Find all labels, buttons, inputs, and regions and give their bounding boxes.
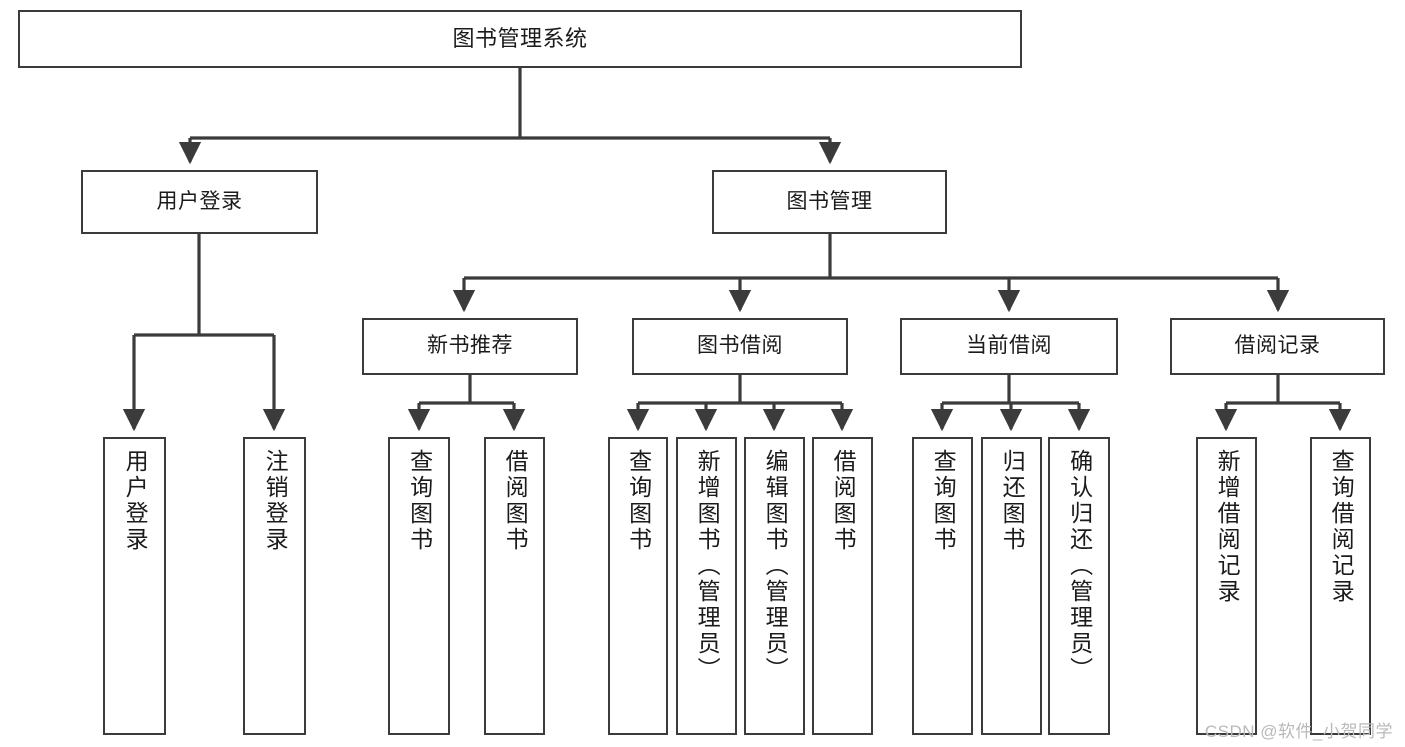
node-borrow-record[interactable]: 借阅记录 bbox=[1170, 318, 1385, 375]
node-book-manage-label: 图书管理 bbox=[786, 189, 873, 213]
node-leaf-confirm-return-admin-label: 确认归还（管理员） bbox=[1066, 449, 1093, 683]
node-leaf-add-borrow-record[interactable]: 新增借阅记录 bbox=[1196, 437, 1257, 735]
node-leaf-add-borrow-record-label: 新增借阅记录 bbox=[1214, 449, 1241, 605]
node-leaf-query-borrow-record-label: 查询借阅记录 bbox=[1328, 449, 1355, 605]
node-user-login[interactable]: 用户登录 bbox=[81, 170, 318, 234]
node-user-login-label: 用户登录 bbox=[156, 189, 243, 213]
node-leaf-add-book-admin-label: 新增图书（管理员） bbox=[694, 449, 721, 683]
node-root[interactable]: 图书管理系统 bbox=[18, 10, 1022, 68]
node-leaf-borrow-book-recommend[interactable]: 借阅图书 bbox=[484, 437, 545, 735]
node-book-borrow-label: 图书借阅 bbox=[697, 334, 783, 358]
node-new-book-recommend-label: 新书推荐 bbox=[427, 334, 513, 358]
node-leaf-user-login-label: 用户登录 bbox=[122, 449, 149, 553]
node-current-borrow[interactable]: 当前借阅 bbox=[900, 318, 1118, 375]
node-leaf-edit-book-admin[interactable]: 编辑图书（管理员） bbox=[744, 437, 805, 735]
node-borrow-record-label: 借阅记录 bbox=[1234, 334, 1321, 358]
node-leaf-borrow-book-label: 借阅图书 bbox=[830, 449, 857, 553]
node-leaf-borrow-book-recommend-label: 借阅图书 bbox=[502, 449, 529, 553]
node-leaf-query-book-current-label: 查询图书 bbox=[930, 449, 957, 553]
node-leaf-logout[interactable]: 注销登录 bbox=[243, 437, 306, 735]
node-book-manage[interactable]: 图书管理 bbox=[712, 170, 947, 234]
node-current-borrow-label: 当前借阅 bbox=[966, 334, 1052, 358]
node-leaf-return-book-label: 归还图书 bbox=[999, 449, 1026, 553]
node-leaf-return-book[interactable]: 归还图书 bbox=[981, 437, 1042, 735]
node-leaf-query-book-recommend[interactable]: 查询图书 bbox=[388, 437, 450, 735]
node-leaf-logout-label: 注销登录 bbox=[262, 449, 289, 553]
node-new-book-recommend[interactable]: 新书推荐 bbox=[362, 318, 578, 375]
node-leaf-query-book-borrow-label: 查询图书 bbox=[625, 449, 652, 553]
node-leaf-user-login[interactable]: 用户登录 bbox=[103, 437, 166, 735]
node-leaf-query-book-recommend-label: 查询图书 bbox=[406, 449, 433, 553]
node-leaf-query-book-current[interactable]: 查询图书 bbox=[912, 437, 973, 735]
node-book-borrow[interactable]: 图书借阅 bbox=[632, 318, 848, 375]
node-leaf-query-book-borrow[interactable]: 查询图书 bbox=[608, 437, 668, 735]
node-leaf-borrow-book[interactable]: 借阅图书 bbox=[812, 437, 873, 735]
node-leaf-edit-book-admin-label: 编辑图书（管理员） bbox=[762, 449, 789, 683]
node-root-label: 图书管理系统 bbox=[452, 26, 588, 52]
node-leaf-query-borrow-record[interactable]: 查询借阅记录 bbox=[1310, 437, 1371, 735]
node-leaf-add-book-admin[interactable]: 新增图书（管理员） bbox=[676, 437, 737, 735]
node-leaf-confirm-return-admin[interactable]: 确认归还（管理员） bbox=[1048, 437, 1110, 735]
